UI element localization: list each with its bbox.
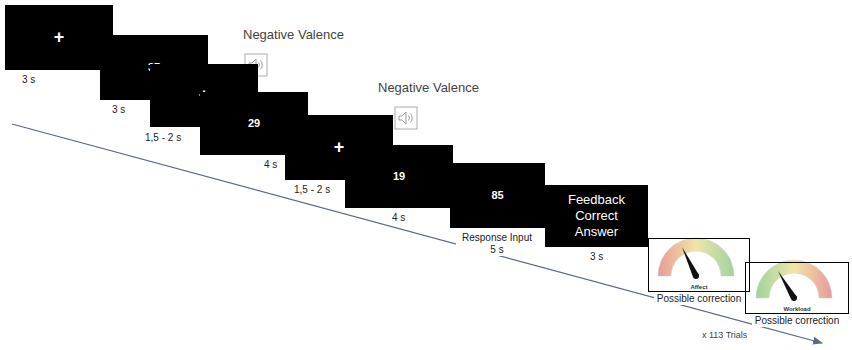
response-screen: 85 (450, 163, 545, 228)
screen-text: 29 (248, 117, 260, 130)
duration-label: Response Input 5 s (456, 232, 538, 256)
gauge-name: Workload (746, 306, 848, 312)
screen-text: + (54, 27, 65, 49)
duration-label: 4 s (390, 212, 407, 224)
duration-label: 1,5 - 2 s (143, 132, 183, 144)
duration-label: 3 s (20, 74, 37, 86)
number-screen: 19 (345, 145, 453, 208)
speaker-icon (395, 107, 417, 129)
time-arrow (12, 124, 822, 343)
gauge-caption: Possible correction (752, 315, 842, 327)
gauge-caption: Possible correction (654, 293, 744, 305)
duration-label: 1,5 - 2 s (292, 184, 332, 196)
sound-cue-label: Negative Valence (376, 80, 481, 96)
gauge-name: Affect (649, 284, 749, 290)
screen-text: + (334, 137, 345, 159)
workload-gauge (745, 260, 843, 314)
duration-label: 4 s (262, 159, 279, 171)
rating-gauge: WorkloadPossible correction (745, 262, 849, 314)
sound-cue-label: Negative Valence (241, 27, 346, 43)
fixation-screen: + (5, 5, 113, 70)
duration-label: 3 s (110, 104, 127, 116)
trial-count-label: x 113 Trials (700, 330, 749, 341)
affect-gauge (648, 238, 744, 292)
rating-gauge: AffectPossible correction (648, 238, 750, 292)
duration-label: 3 s (588, 251, 605, 263)
screen-text: 19 (393, 170, 405, 183)
screen-text: 85 (491, 189, 503, 202)
feedback-screen: Feedback Correct Answer (545, 185, 648, 247)
screen-text: Feedback Correct Answer (561, 192, 633, 241)
